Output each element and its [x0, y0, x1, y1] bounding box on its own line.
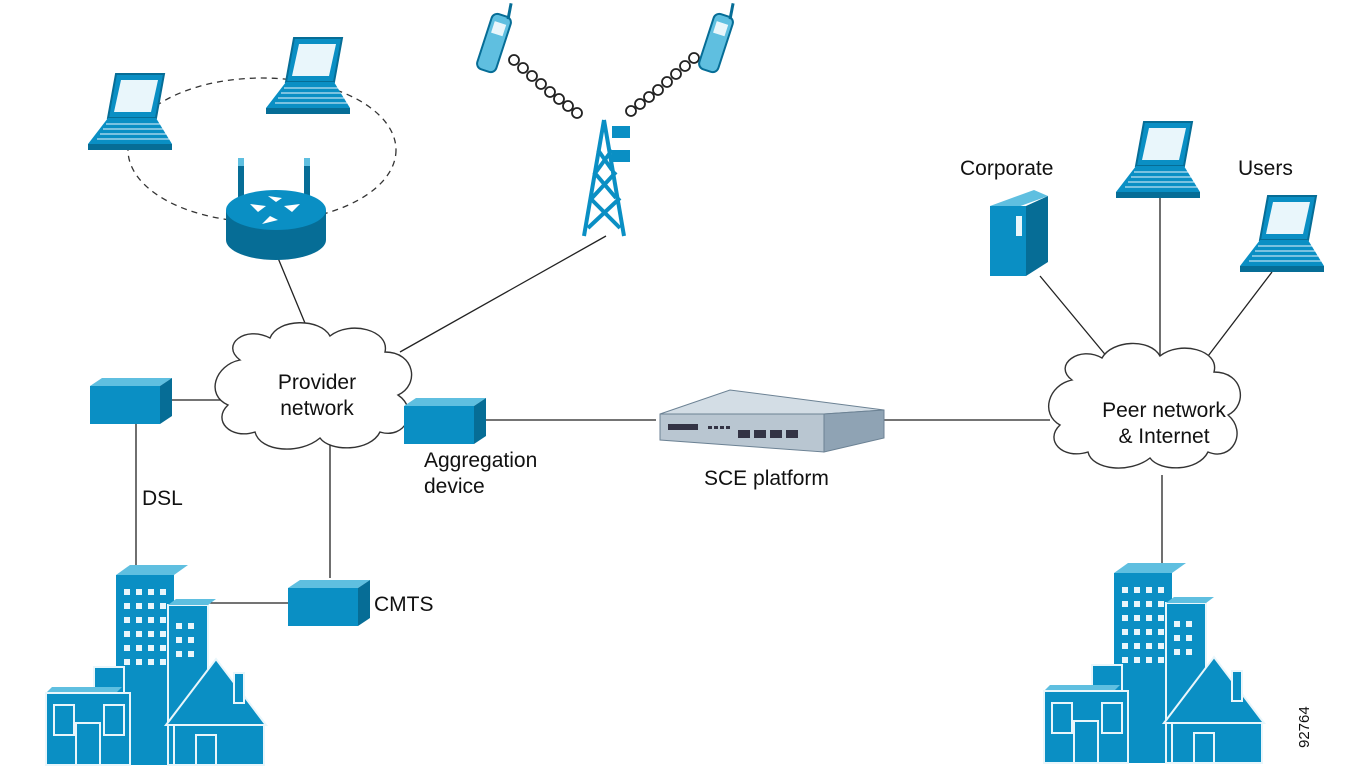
buildings-icon	[45, 564, 267, 766]
peer-network-label-line1: Peer network	[1102, 399, 1226, 422]
radio-wave-icon	[508, 52, 700, 119]
connections	[135, 198, 1273, 604]
peer-network-label: Peer network & Internet	[1082, 398, 1246, 450]
provider-network-label: Provider network	[262, 370, 372, 422]
laptop-icon	[1115, 121, 1201, 199]
figure-number: 92764	[1296, 706, 1313, 748]
sce-platform-label: SCE platform	[704, 467, 829, 490]
mobile-phone-icon	[474, 1, 515, 76]
laptop-icon	[87, 73, 173, 151]
laptop-icon	[1239, 195, 1325, 273]
aggregation-device-label-line1: Aggregation	[424, 449, 538, 472]
mobile-phone-icon	[696, 1, 737, 76]
server-icon	[990, 190, 1048, 276]
cell-tower-icon	[582, 119, 630, 237]
provider-network-label-line1: Provider	[277, 371, 357, 394]
dsl-label: DSL	[142, 487, 183, 510]
corporate-label: Corporate	[960, 157, 1054, 180]
aggregation-device-label: Aggregation device	[424, 448, 537, 500]
aggregation-device-icon	[404, 398, 486, 444]
peer-network-cloud	[1048, 342, 1242, 469]
aggregation-device-label-line2: device	[424, 475, 485, 498]
laptop-icon	[265, 37, 351, 115]
wireless-router-icon	[226, 158, 326, 260]
peer-network-label-line2: & Internet	[1118, 425, 1210, 448]
sce-platform-icon	[659, 389, 885, 453]
provider-network-label-line2: network	[280, 397, 354, 420]
cmts-label: CMTS	[374, 593, 434, 616]
buildings-icon	[1043, 562, 1265, 764]
users-label: Users	[1238, 157, 1293, 180]
cmts-icon	[288, 580, 370, 626]
dsl-modem-icon	[90, 378, 172, 424]
